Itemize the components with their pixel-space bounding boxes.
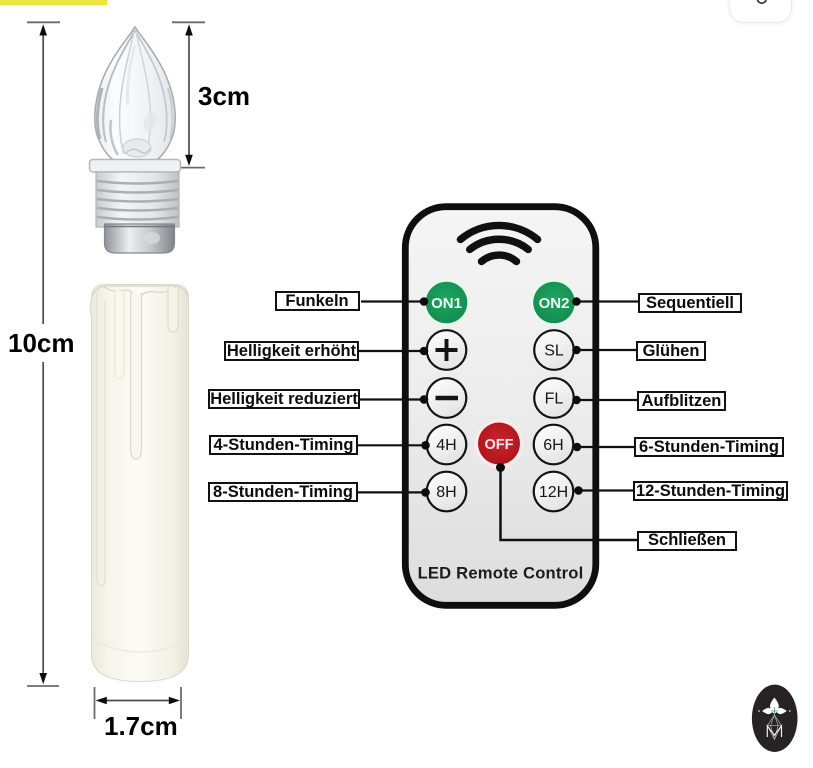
svg-text:12H: 12H xyxy=(539,484,568,501)
svg-text:4H: 4H xyxy=(436,437,456,454)
svg-text:FL: FL xyxy=(545,391,564,408)
svg-text:8H: 8H xyxy=(436,484,456,501)
svg-text:ON1: ON1 xyxy=(431,295,462,312)
svg-text:6H: 6H xyxy=(543,437,563,454)
svg-text:LED Remote Control: LED Remote Control xyxy=(418,564,584,583)
svg-text:OFF: OFF xyxy=(485,437,514,453)
svg-text:SL: SL xyxy=(544,343,564,360)
svg-text:ON2: ON2 xyxy=(539,295,570,312)
